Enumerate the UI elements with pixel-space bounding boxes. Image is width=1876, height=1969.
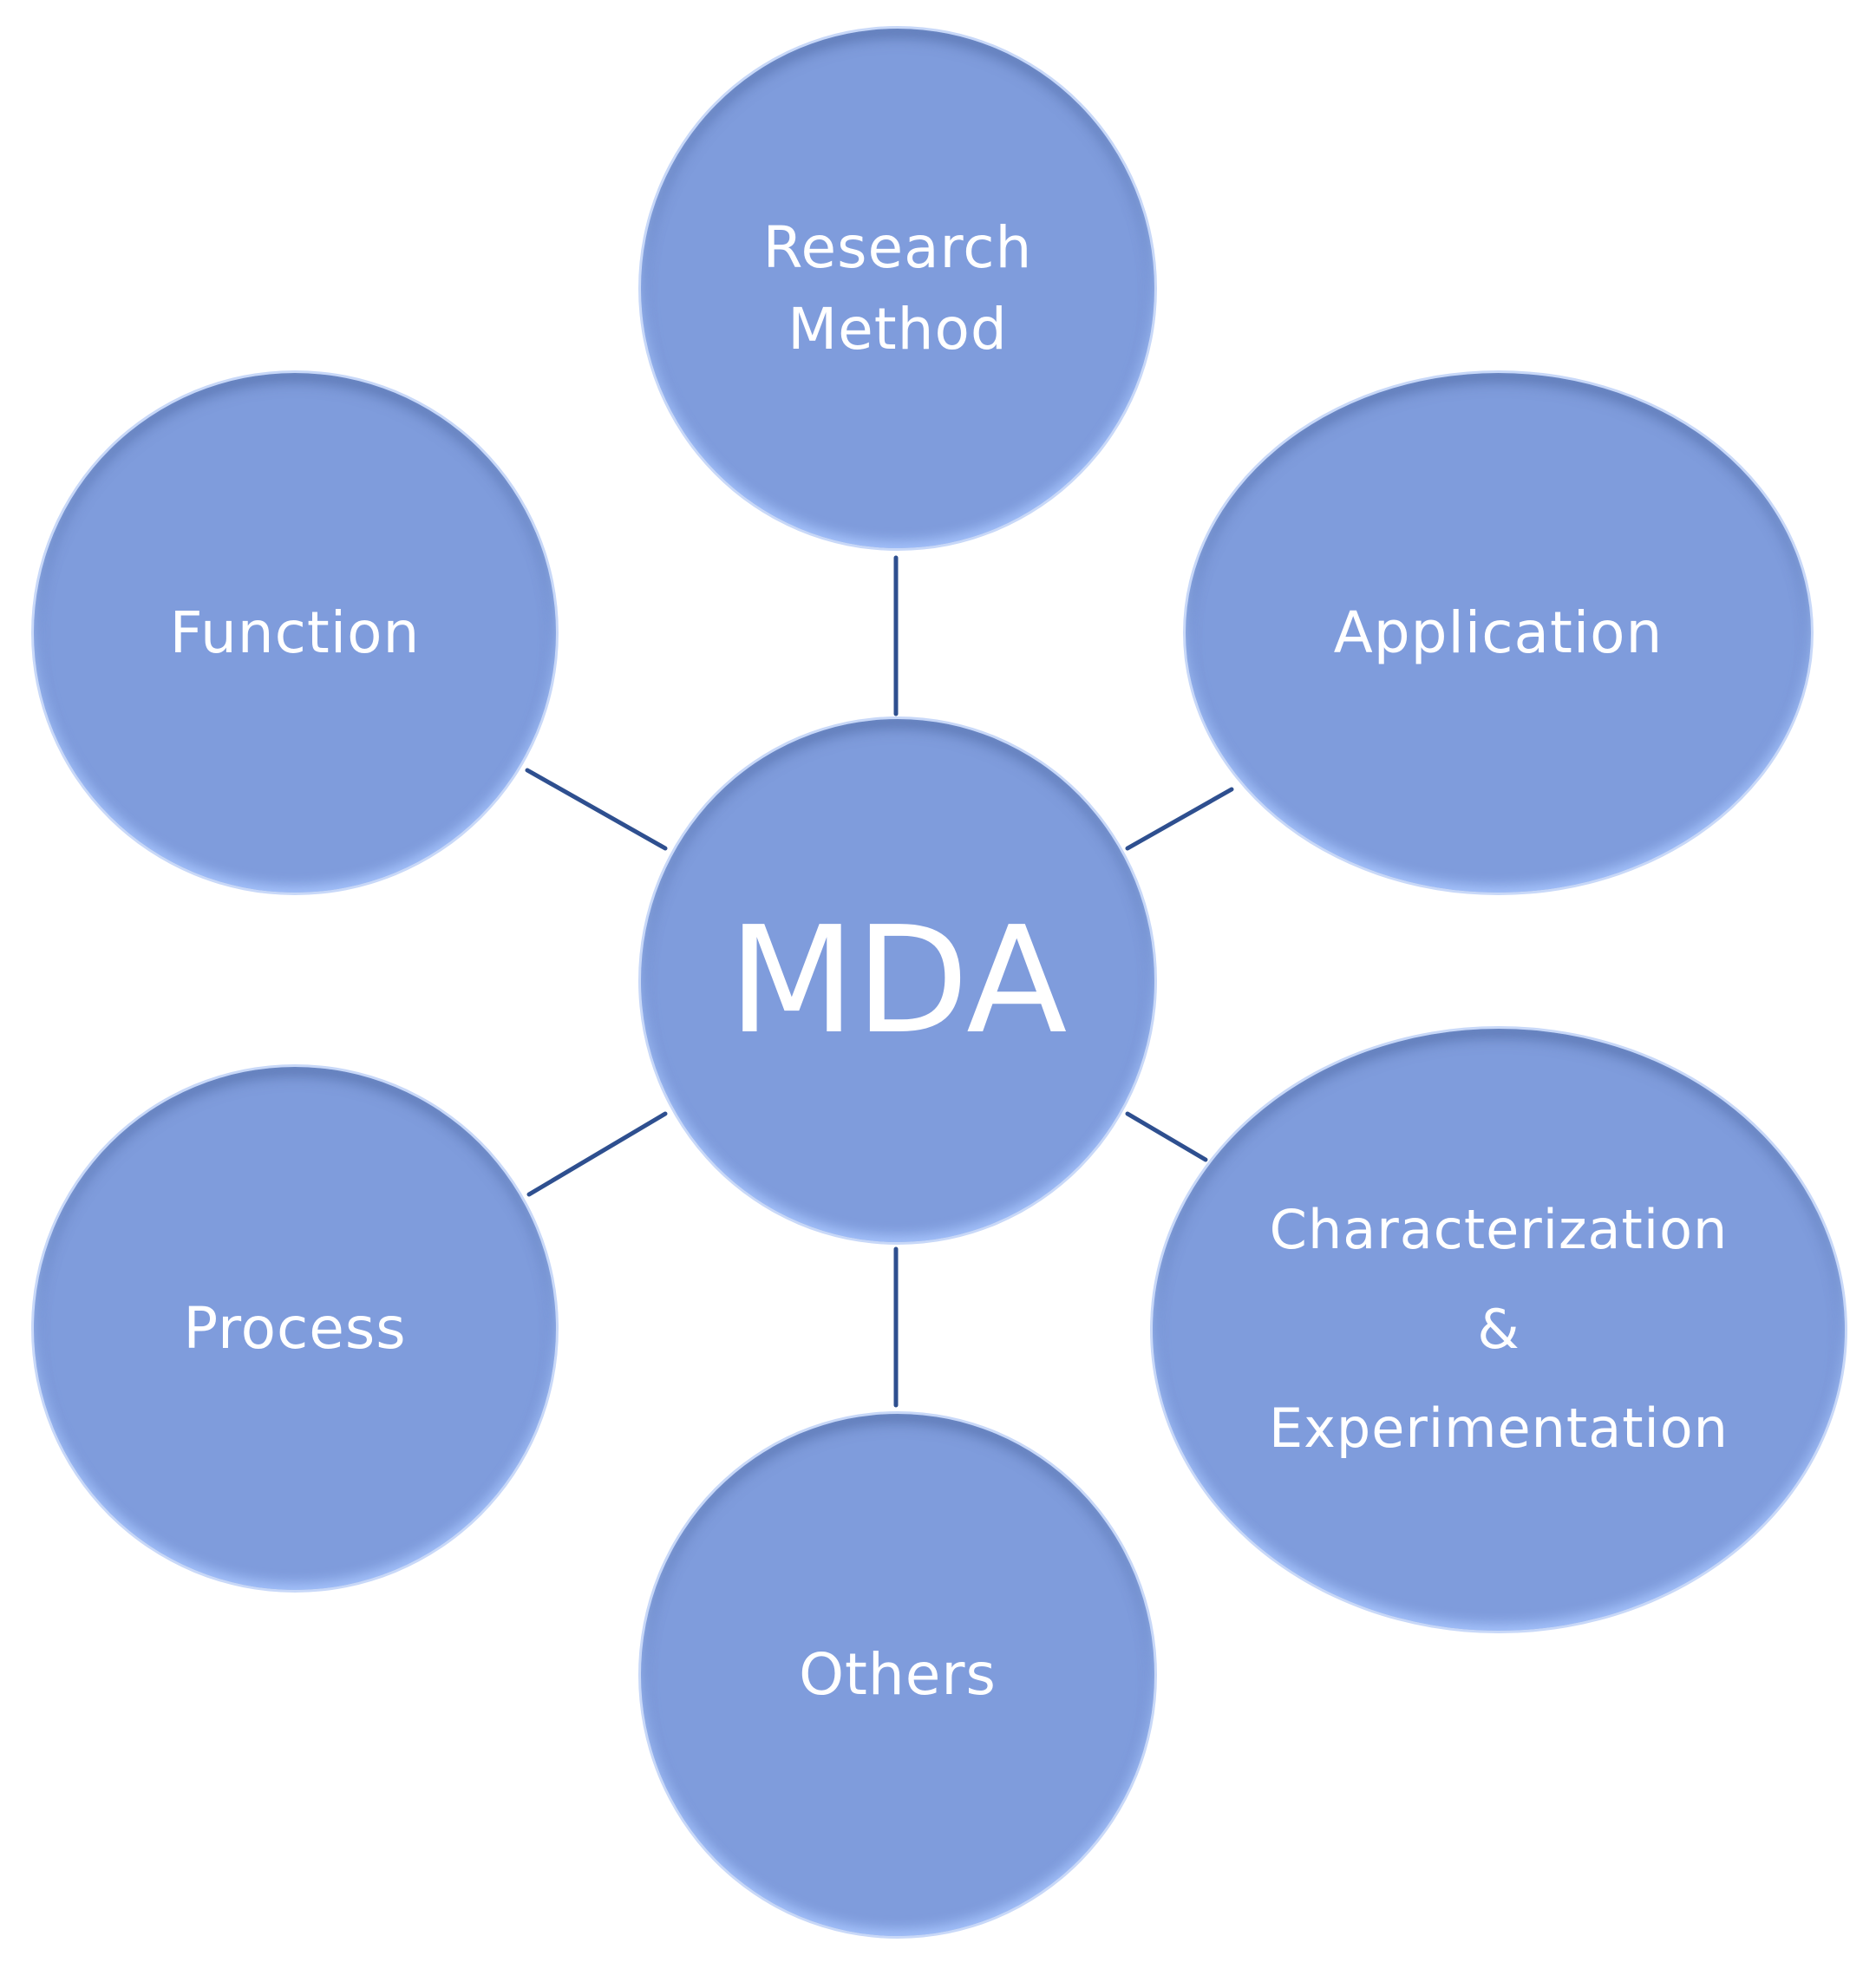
node-characterization-label-line-1: Characterization <box>1269 1197 1729 1261</box>
connector-process <box>526 1111 668 1197</box>
node-characterization-label-line-2: & <box>1477 1297 1520 1361</box>
node-center-mda: MDA <box>638 716 1157 1245</box>
node-function: Function <box>31 370 559 895</box>
node-application-label: Application <box>1333 599 1664 666</box>
node-others-label: Others <box>799 1641 997 1709</box>
node-function-label: Function <box>169 599 421 666</box>
node-process: Process <box>31 1064 559 1593</box>
node-characterization-label-line-3: Experimentation <box>1269 1397 1729 1461</box>
connector-application <box>1125 787 1234 851</box>
node-characterization-experimentation: Characterization & Experimentation <box>1150 1026 1847 1633</box>
connector-characterization <box>1125 1111 1208 1162</box>
node-center-label: MDA <box>728 894 1068 1067</box>
node-process-label: Process <box>183 1294 407 1362</box>
node-research-method-label-line-1: Research <box>762 213 1033 281</box>
node-research-method-label: Research Method <box>763 207 1033 370</box>
node-characterization-label: Characterization & Experimentation <box>1269 1181 1729 1479</box>
node-application: Application <box>1183 370 1814 895</box>
node-others: Others <box>638 1411 1157 1939</box>
node-research-method-label-line-2: Method <box>788 295 1008 363</box>
connector-function <box>525 768 668 851</box>
node-research-method: Research Method <box>638 26 1157 551</box>
